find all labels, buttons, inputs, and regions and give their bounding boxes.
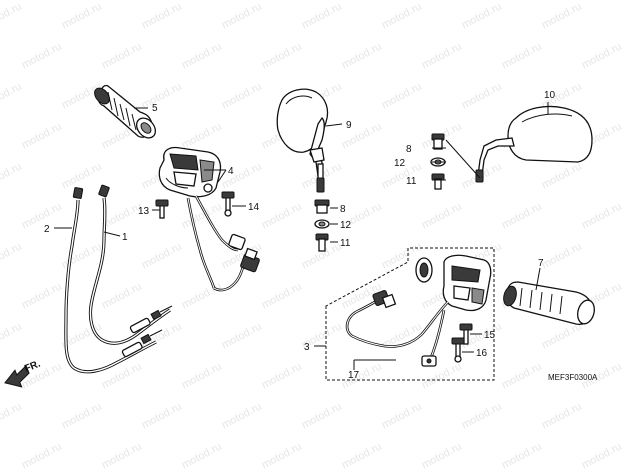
callout-7: 7 [538, 258, 544, 269]
callout-16: 16 [476, 348, 488, 359]
callout-8-left: 8 [340, 204, 346, 215]
front-indicator-label: FR. [23, 358, 42, 374]
mirror-adapter-8-right [431, 133, 445, 150]
callout-2: 2 [44, 224, 50, 235]
left-switch-housing [415, 254, 492, 312]
front-direction-arrow [4, 364, 30, 388]
mirror-nut-12-left [314, 219, 330, 229]
throttle-grip [94, 84, 157, 139]
callout-10: 10 [544, 90, 556, 101]
screw-13 [155, 199, 169, 219]
mirror-bolt-11-right [431, 173, 445, 190]
callout-labels: 5 4 13 14 1 2 9 8 12 11 8 12 11 10 7 3 1… [23, 90, 598, 382]
diagram-code: MEF3F0300A [548, 373, 598, 382]
left-grip [503, 281, 595, 325]
callout-5: 5 [152, 103, 158, 114]
callout-11-right: 11 [406, 176, 417, 187]
right-switch-harness [186, 195, 260, 292]
callout-3: 3 [304, 342, 310, 353]
screw-14 [221, 191, 235, 217]
screw-15 [459, 323, 473, 345]
throttle-cable-1 [88, 184, 173, 345]
callout-11-left: 11 [340, 238, 351, 249]
callout-14: 14 [248, 202, 260, 213]
mirror-bolt-11-left [315, 233, 329, 252]
throttle-cable-2 [64, 187, 163, 374]
callout-15: 15 [484, 330, 496, 341]
right-switch-housing [158, 146, 222, 198]
leader-lines [54, 102, 549, 370]
mirror-adapter-8-left [314, 199, 330, 214]
callout-9: 9 [346, 120, 352, 131]
left-switch-harness [345, 290, 449, 367]
screw-16 [451, 337, 465, 363]
mirror-mount-line [445, 139, 481, 179]
callout-17: 17 [348, 370, 360, 381]
callout-12-right: 12 [394, 158, 406, 169]
callout-4: 4 [228, 166, 234, 177]
callout-13: 13 [138, 206, 150, 217]
right-mirror [475, 105, 593, 183]
callout-1: 1 [122, 232, 128, 243]
callout-12-left: 12 [340, 220, 352, 231]
callout-8-right: 8 [406, 144, 412, 155]
left-mirror [276, 88, 329, 193]
